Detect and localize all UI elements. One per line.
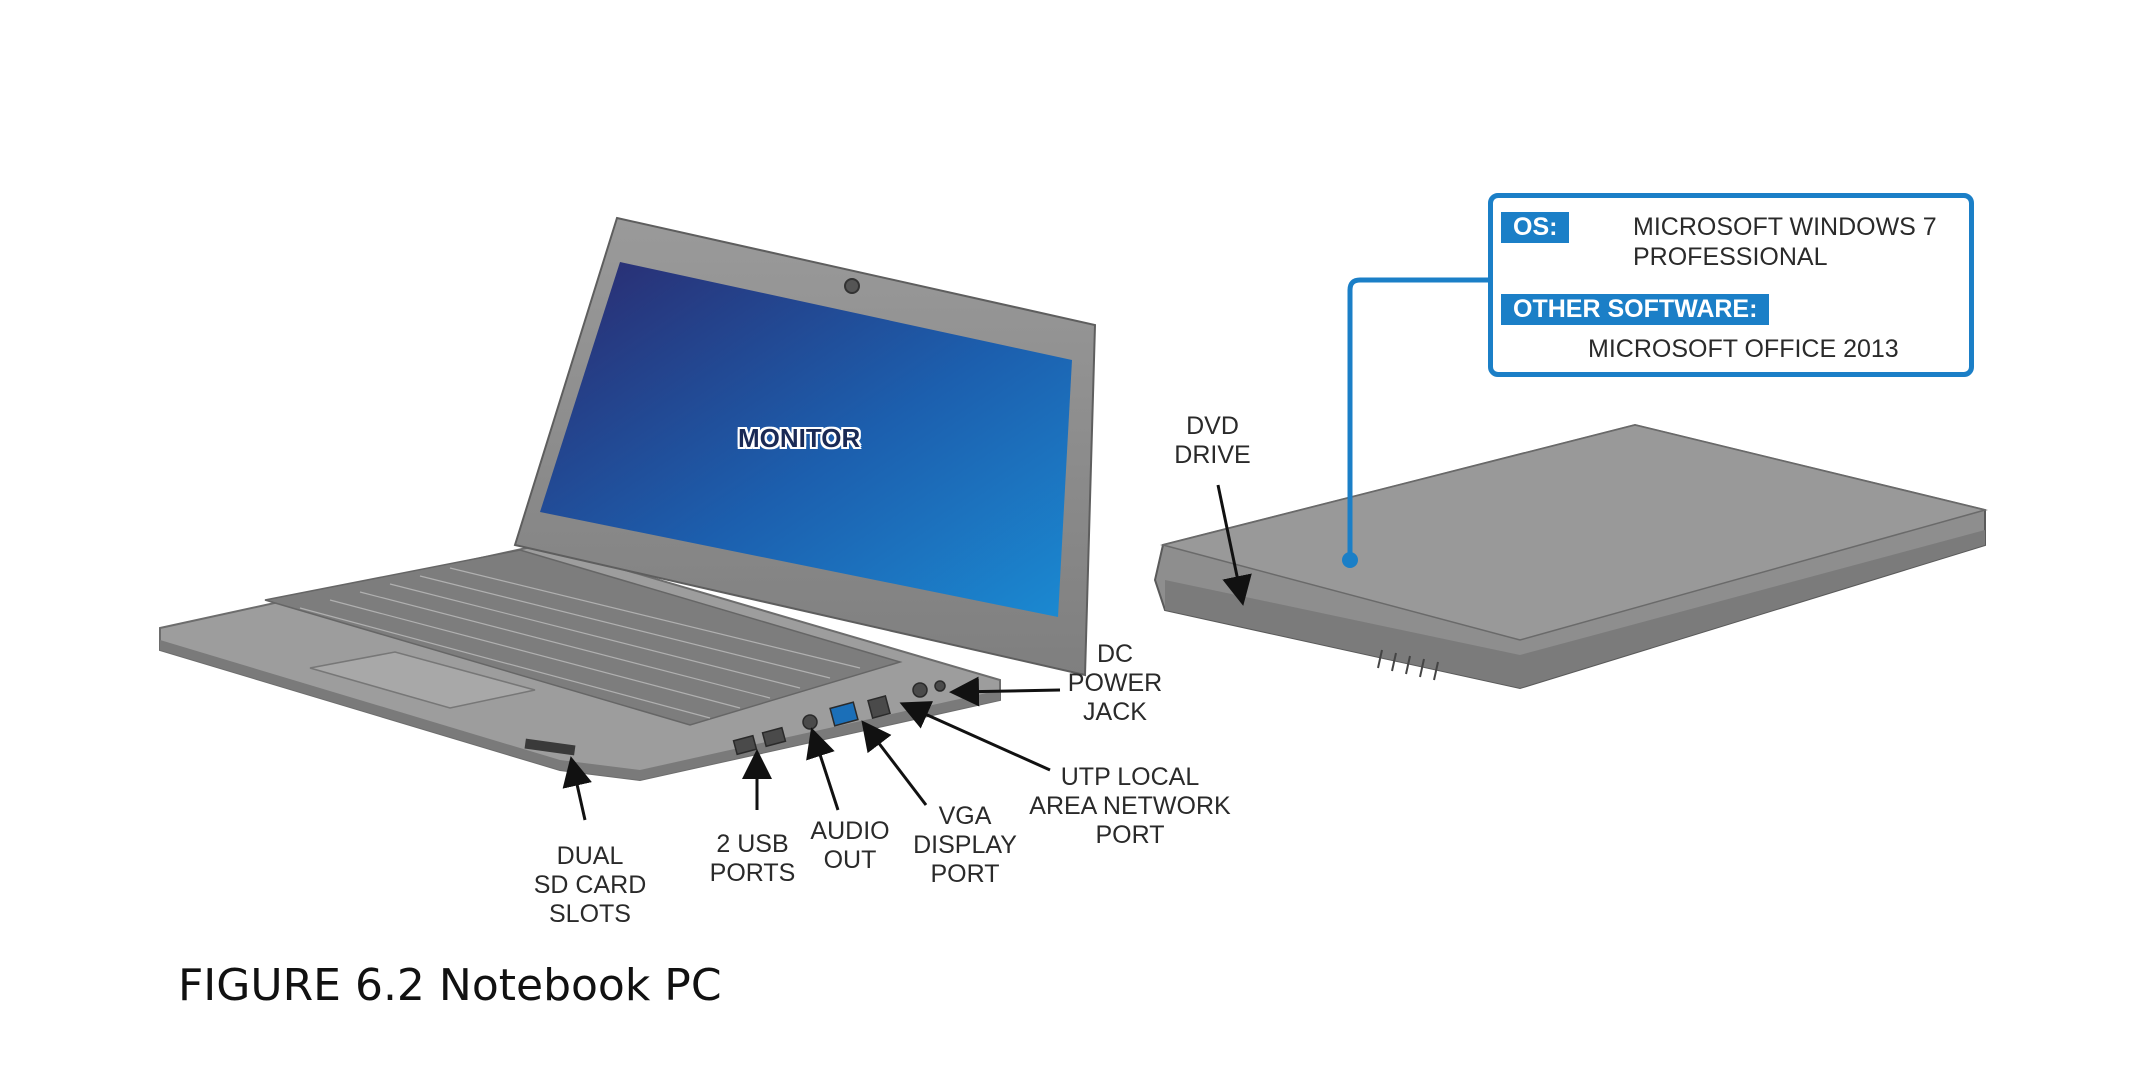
label-dc-power-jack: DC POWER JACK (1067, 640, 1163, 726)
touchpad (309, 651, 536, 709)
label-audio-out: AUDIO OUT (810, 817, 890, 874)
software-info-box: OS: MICROSOFT WINDOWS 7 PROFESSIONAL OTH… (1488, 193, 1974, 377)
closed-laptop (1153, 423, 1988, 690)
side-ports (732, 680, 946, 756)
label-utp-lan-port: UTP LOCAL AREA NETWORK PORT (1029, 763, 1231, 849)
label-dual-sd-card-slots: DUAL SD CARD SLOTS (533, 842, 647, 928)
open-laptop (159, 216, 1097, 782)
figure-caption: FIGURE 6.2 Notebook PC (178, 960, 722, 1011)
os-value: MICROSOFT WINDOWS 7 PROFESSIONAL (1633, 213, 1937, 271)
webcam (844, 278, 860, 294)
leader-arrows (562, 484, 1252, 821)
sd-card-slot (524, 738, 576, 756)
keyboard (264, 549, 903, 726)
laptop-screen (540, 262, 1072, 617)
label-vga-display-port: VGA DISPLAY PORT (913, 802, 1017, 888)
monitor-label: MONITOR (738, 423, 861, 453)
other-software-tag: OTHER SOFTWARE: (1501, 294, 1770, 325)
label-dvd-drive: DVD DRIVE (1174, 412, 1251, 469)
info-connector (1347, 277, 1495, 560)
label-usb-ports: 2 USB PORTS (709, 830, 796, 887)
os-tag: OS: (1501, 212, 1570, 243)
other-software-value: MICROSOFT OFFICE 2013 (1588, 335, 1899, 363)
